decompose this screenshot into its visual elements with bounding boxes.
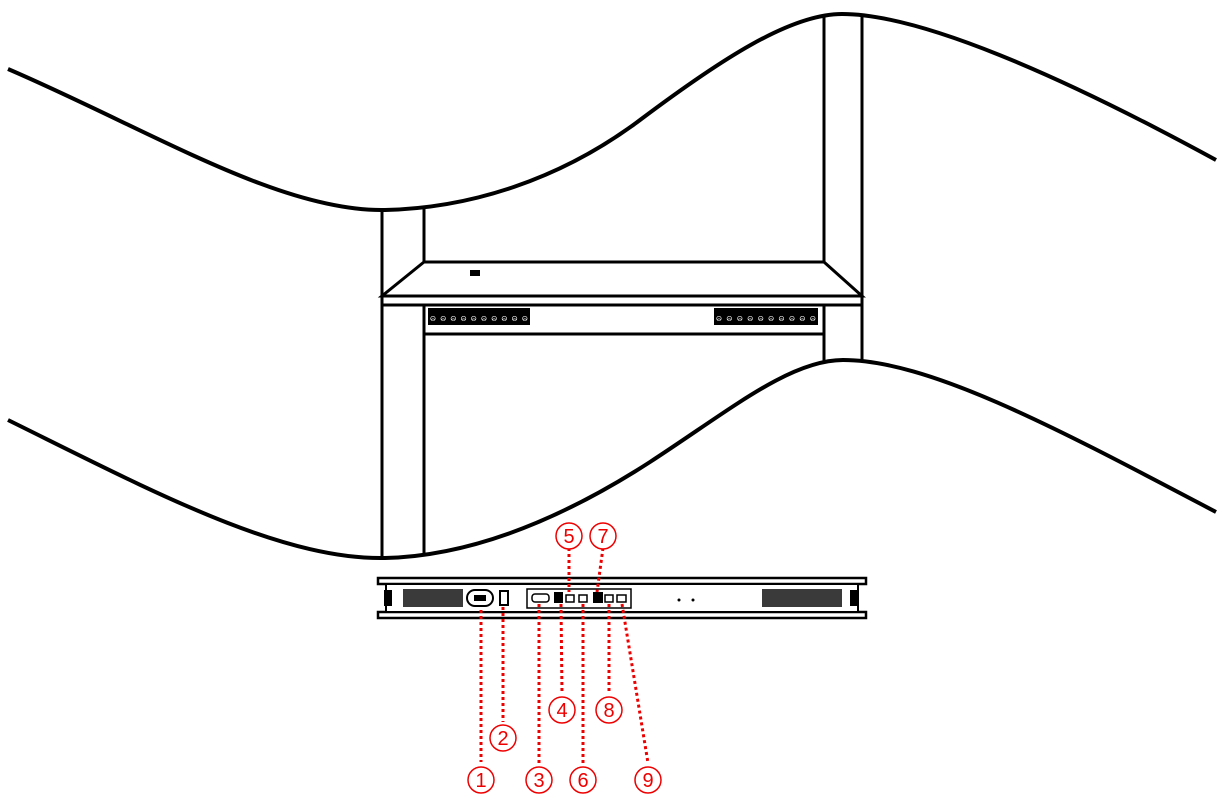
right-rack-rail (822, 14, 864, 362)
lower-break-line (7, 357, 1217, 561)
callout-leaders (479, 547, 650, 764)
left-rack-rail (380, 206, 426, 558)
callouts: 1 2 3 4 5 6 7 8 9 (467, 522, 662, 794)
callout-1-label: 1 (475, 770, 486, 792)
callout-1: 1 (467, 766, 495, 794)
callout-2-label: 2 (497, 728, 508, 750)
port-7 (593, 592, 603, 603)
callout-6-label: 6 (577, 770, 588, 792)
callout-7-label: 7 (597, 526, 608, 548)
port-9 (616, 594, 627, 603)
rear-vent-right (762, 589, 842, 607)
callout-9: 9 (634, 766, 662, 794)
callout-4: 4 (548, 696, 576, 724)
power-switch (499, 590, 509, 606)
callout-8-label: 8 (603, 700, 614, 722)
port-6 (578, 594, 588, 603)
upper-break-line (7, 11, 1217, 213)
serial-port (531, 593, 550, 603)
callout-9-label: 9 (642, 770, 653, 792)
top-indicator (470, 270, 480, 276)
callout-8: 8 (595, 696, 623, 724)
rear-ear-right (850, 590, 858, 606)
chassis-front: ဓဓဓဓဓဓဓဓဓဓ ဓဓဓဓဓဓဓဓဓဓ (380, 294, 864, 336)
callout-3-label: 3 (533, 770, 544, 792)
front-vent-left (428, 308, 530, 325)
rear-vent-left (403, 589, 463, 607)
callout-7: 7 (589, 522, 617, 550)
front-vent-right (714, 308, 818, 325)
callout-5-label: 5 (563, 526, 574, 548)
callout-4-label: 4 (556, 700, 567, 722)
port-5 (565, 594, 575, 603)
port-8 (604, 594, 614, 603)
rear-ear-left (384, 590, 392, 606)
callout-2: 2 (489, 724, 517, 752)
chassis-top (377, 260, 866, 298)
callout-5: 5 (555, 522, 583, 550)
callout-3: 3 (525, 766, 553, 794)
port-4 (554, 592, 563, 603)
callout-6: 6 (569, 766, 597, 794)
